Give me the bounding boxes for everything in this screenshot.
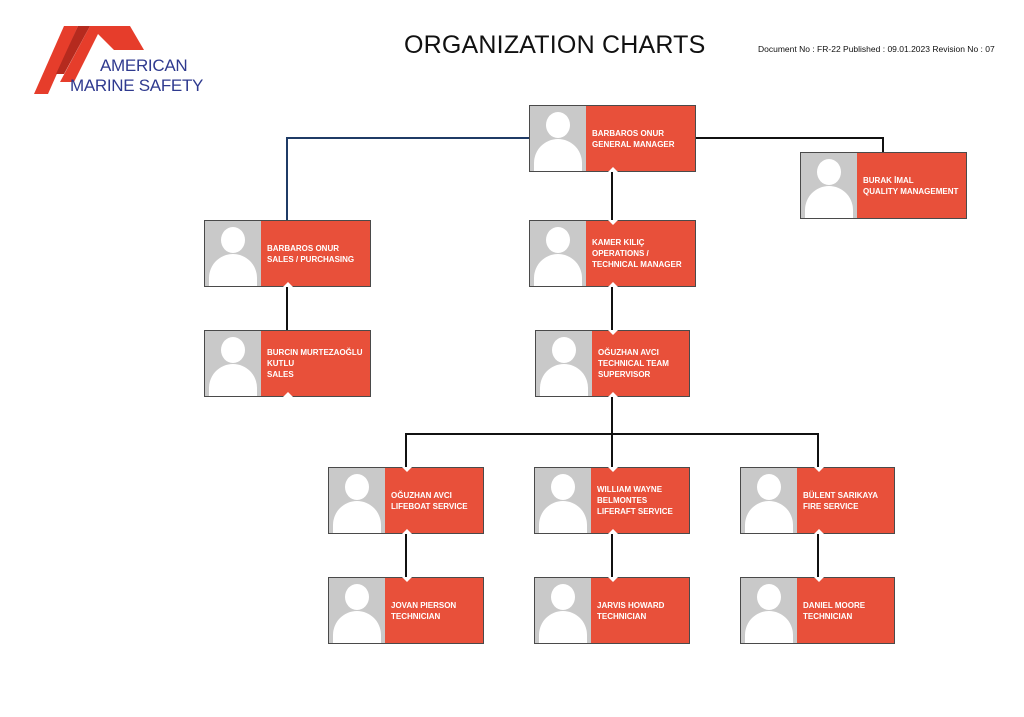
- logo-mark: [34, 26, 144, 94]
- node-technical-supervisor: OĞUZHAN AVCI TECHNICAL TEAM SUPERVISOR: [535, 330, 690, 397]
- avatar-placeholder-icon: [535, 468, 591, 533]
- avatar-placeholder-icon: [801, 153, 857, 218]
- document-info: Document No : FR-22 Published : 09.01.20…: [758, 44, 995, 54]
- person-name: BARBAROS ONUR: [592, 128, 664, 138]
- person-name-2: BELMONTES: [597, 496, 648, 505]
- avatar-placeholder-icon: [536, 331, 592, 396]
- node-info: BARBAROS ONUR GENERAL MANAGER: [586, 106, 695, 171]
- person-name: KAMER KILIÇ: [592, 238, 645, 247]
- node-lifeboat-service: OĞUZHAN AVCI LIFEBOAT SERVICE: [328, 467, 484, 534]
- person-role-2: SUPERVISOR: [598, 370, 651, 379]
- node-info: WILLIAM WAYNE BELMONTES LIFERAFT SERVICE: [591, 468, 689, 533]
- person-name: WILLIAM WAYNE: [597, 485, 663, 494]
- person-name: OĞUZHAN AVCI: [391, 490, 452, 500]
- node-technician-1: JOVAN PIERSON TECHNICIAN: [328, 577, 484, 644]
- node-info: BÜLENT SARIKAYA FIRE SERVICE: [797, 468, 894, 533]
- person-role: FIRE SERVICE: [803, 501, 859, 511]
- node-info: JOVAN PIERSON TECHNICIAN: [385, 578, 483, 643]
- person-name: DANIEL MOORE: [803, 600, 866, 610]
- node-info: BURAK İMAL QUALITY MANAGEMENT: [857, 153, 966, 218]
- person-role: SALES: [267, 370, 294, 379]
- node-info: BURCIN MURTEZAOĞLU KUTLU SALES: [261, 331, 370, 396]
- node-sales: BURCIN MURTEZAOĞLU KUTLU SALES: [204, 330, 371, 397]
- person-name: BARBAROS ONUR: [267, 243, 339, 253]
- node-info: KAMER KILIÇ OPERATIONS / TECHNICAL MANAG…: [586, 221, 695, 286]
- person-role: TECHNICAL TEAM: [598, 359, 669, 368]
- node-general-manager: BARBAROS ONUR GENERAL MANAGER: [529, 105, 696, 172]
- person-role: TECHNICIAN: [597, 611, 647, 621]
- connector-gm-to-sales-purchasing: [286, 137, 529, 220]
- avatar-placeholder-icon: [741, 578, 797, 643]
- person-name: OĞUZHAN AVCI: [598, 348, 659, 357]
- person-role: LIFERAFT SERVICE: [597, 507, 673, 516]
- avatar-placeholder-icon: [205, 331, 261, 396]
- node-quality-management: BURAK İMAL QUALITY MANAGEMENT: [800, 152, 967, 219]
- node-info: BARBAROS ONUR SALES / PURCHASING: [261, 221, 370, 286]
- page-title: ORGANIZATION CHARTS: [404, 31, 706, 59]
- person-role: OPERATIONS /: [592, 249, 649, 258]
- avatar-placeholder-icon: [205, 221, 261, 286]
- person-role: TECHNICIAN: [803, 611, 853, 621]
- node-info: DANIEL MOORE TECHNICIAN: [797, 578, 894, 643]
- node-operations-manager: KAMER KILIÇ OPERATIONS / TECHNICAL MANAG…: [529, 220, 696, 287]
- node-info: OĞUZHAN AVCI TECHNICAL TEAM SUPERVISOR: [592, 331, 689, 396]
- node-info: JARVIS HOWARD TECHNICIAN: [591, 578, 689, 643]
- person-name: JARVIS HOWARD: [597, 600, 665, 610]
- company-logo: AMERICAN MARINE SAFETY: [34, 22, 214, 98]
- avatar-placeholder-icon: [329, 578, 385, 643]
- person-role: QUALITY MANAGEMENT: [863, 186, 959, 196]
- person-name-2: KUTLU: [267, 359, 295, 368]
- node-info: OĞUZHAN AVCI LIFEBOAT SERVICE: [385, 468, 483, 533]
- logo-text-line-2: MARINE SAFETY: [70, 76, 204, 95]
- logo-text-line-1: AMERICAN: [100, 56, 188, 75]
- person-role: LIFEBOAT SERVICE: [391, 501, 468, 511]
- node-liferaft-service: WILLIAM WAYNE BELMONTES LIFERAFT SERVICE: [534, 467, 690, 534]
- avatar-placeholder-icon: [741, 468, 797, 533]
- person-name: BURCIN MURTEZAOĞLU: [267, 348, 363, 357]
- avatar-placeholder-icon: [535, 578, 591, 643]
- avatar-placeholder-icon: [329, 468, 385, 533]
- person-role: TECHNICIAN: [391, 611, 441, 621]
- person-name: BÜLENT SARIKAYA: [803, 490, 878, 500]
- person-name: BURAK İMAL: [863, 175, 914, 185]
- connector-gm-to-quality: [696, 137, 884, 152]
- person-role: GENERAL MANAGER: [592, 139, 675, 149]
- avatar-placeholder-icon: [530, 221, 586, 286]
- node-sales-purchasing: BARBAROS ONUR SALES / PURCHASING: [204, 220, 371, 287]
- person-name: JOVAN PIERSON: [391, 600, 457, 610]
- person-role-2: TECHNICAL MANAGER: [592, 260, 682, 269]
- connector-branch-bar: [405, 433, 819, 467]
- avatar-placeholder-icon: [530, 106, 586, 171]
- person-role: SALES / PURCHASING: [267, 254, 355, 264]
- node-technician-3: DANIEL MOORE TECHNICIAN: [740, 577, 895, 644]
- node-fire-service: BÜLENT SARIKAYA FIRE SERVICE: [740, 467, 895, 534]
- node-technician-2: JARVIS HOWARD TECHNICIAN: [534, 577, 690, 644]
